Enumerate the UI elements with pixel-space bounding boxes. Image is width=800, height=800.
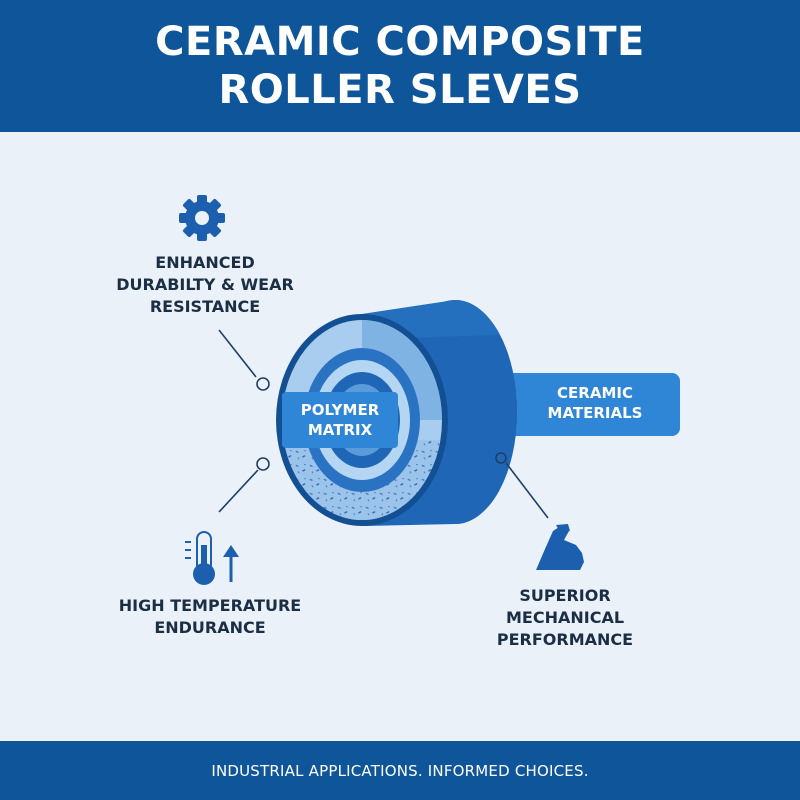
mechanical-line-1: SUPERIOR (519, 586, 611, 605)
feature-mechanical-label: SUPERIOR MECHANICAL PERFORMANCE (470, 585, 660, 651)
footer-banner: INDUSTRIAL APPLICATIONS. INFORMED CHOICE… (0, 741, 800, 800)
durability-line-1: ENHANCED (155, 253, 255, 272)
header-banner: CERAMIC COMPOSITE ROLLER SLEVES (0, 0, 800, 132)
gear-icon (179, 195, 225, 241)
durability-line-2: DURABILTY & WEAR (116, 275, 294, 294)
polymer-matrix-line-1: POLYMER (300, 401, 380, 419)
temperature-line-1: HIGH TEMPERATURE (118, 596, 302, 615)
mechanical-line-2: MECHANICAL (505, 608, 625, 627)
ceramic-materials-tab (480, 373, 680, 436)
thermometer-icon (185, 531, 239, 585)
title-line-1: CERAMIC COMPOSITE (155, 19, 645, 65)
ceramic-materials-line-2: MATERIALS (547, 404, 643, 422)
connector-durability (218, 329, 270, 391)
footer-tagline: INDUSTRIAL APPLICATIONS. INFORMED CHOICE… (211, 761, 589, 780)
polymer-matrix-line-2: MATRIX (307, 421, 373, 439)
temperature-line-2: ENDURANCE (154, 618, 266, 637)
title-line-2: ROLLER SLEVES (218, 67, 582, 113)
connector-temperature (218, 457, 270, 513)
durability-line-3: RESISTANCE (149, 297, 261, 316)
polymer-matrix-plate (282, 392, 398, 448)
flexed-arm-icon (536, 524, 584, 570)
ceramic-materials-line-1: CERAMIC (557, 384, 633, 402)
connector-mechanical (495, 452, 549, 519)
polymer-matrix-label: POLYMER MATRIX (285, 400, 395, 440)
ceramic-materials-label: CERAMIC MATERIALS (520, 383, 670, 423)
feature-temperature-label: HIGH TEMPERATURE ENDURANCE (110, 595, 310, 639)
feature-durability-label: ENHANCED DURABILTY & WEAR RESISTANCE (110, 252, 300, 318)
mechanical-line-3: PERFORMANCE (496, 630, 634, 649)
page-title: CERAMIC COMPOSITE ROLLER SLEVES (155, 18, 645, 114)
